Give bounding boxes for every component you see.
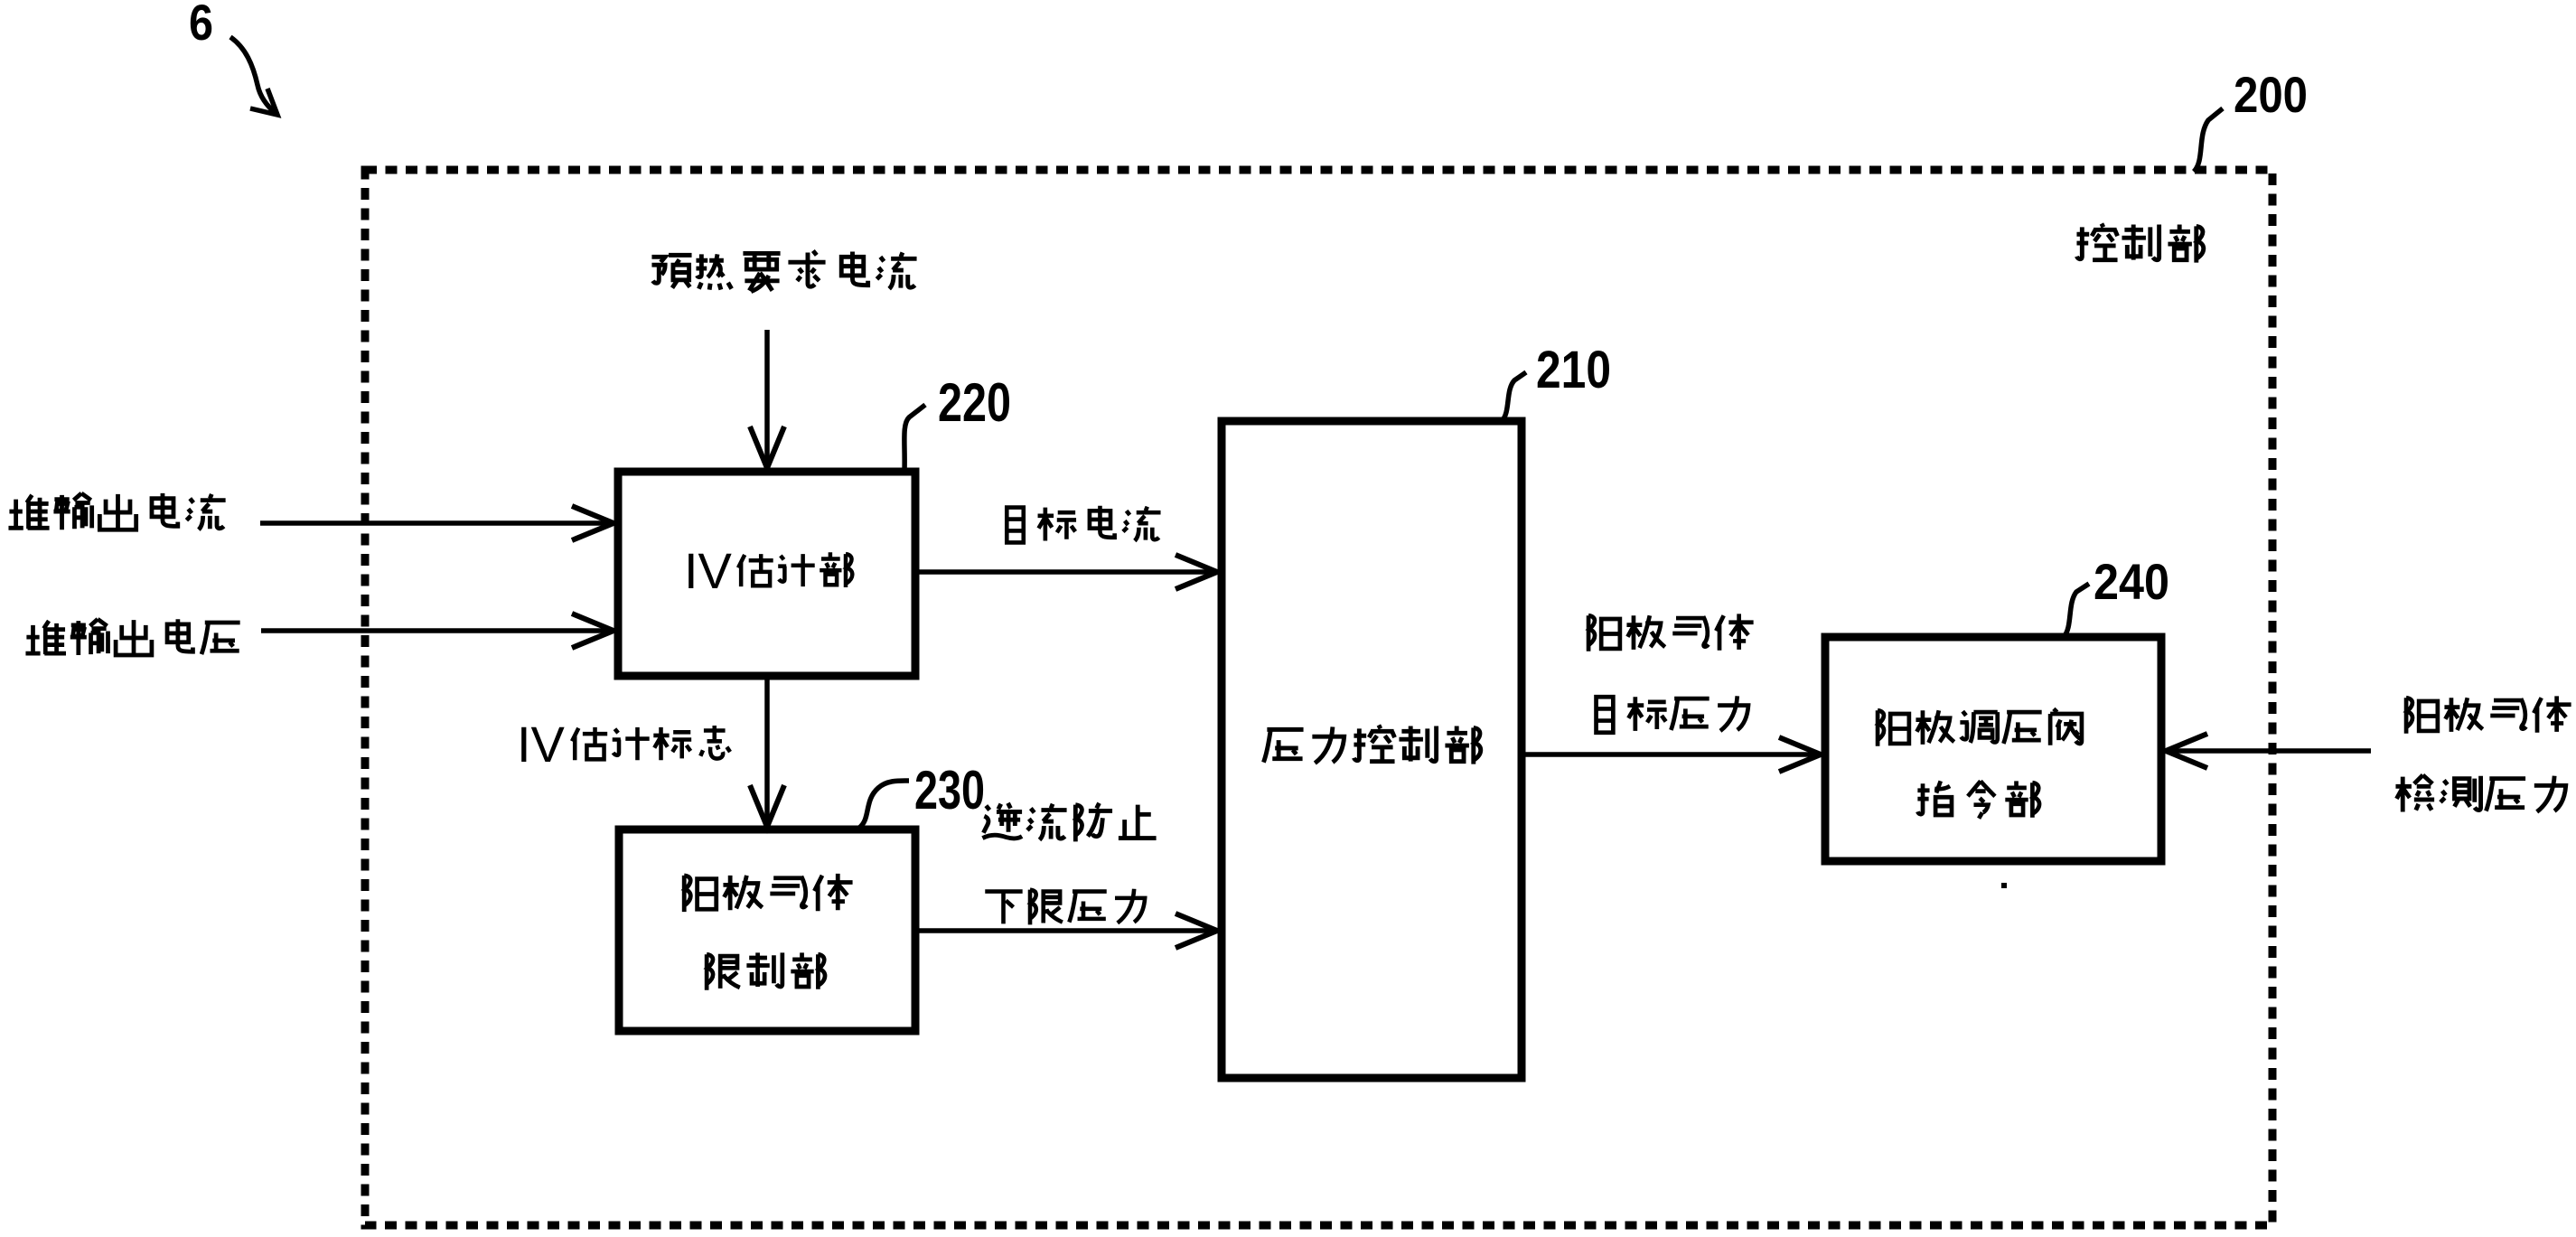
svg-text:210: 210 (1536, 341, 1611, 399)
svg-text:IV: IV (517, 716, 566, 773)
svg-text:6: 6 (189, 0, 213, 51)
svg-text:220: 220 (938, 372, 1011, 433)
svg-text:240: 240 (2094, 553, 2169, 610)
svg-text:200: 200 (2234, 66, 2308, 123)
svg-text:IV: IV (684, 542, 733, 599)
svg-text:230: 230 (914, 760, 985, 820)
